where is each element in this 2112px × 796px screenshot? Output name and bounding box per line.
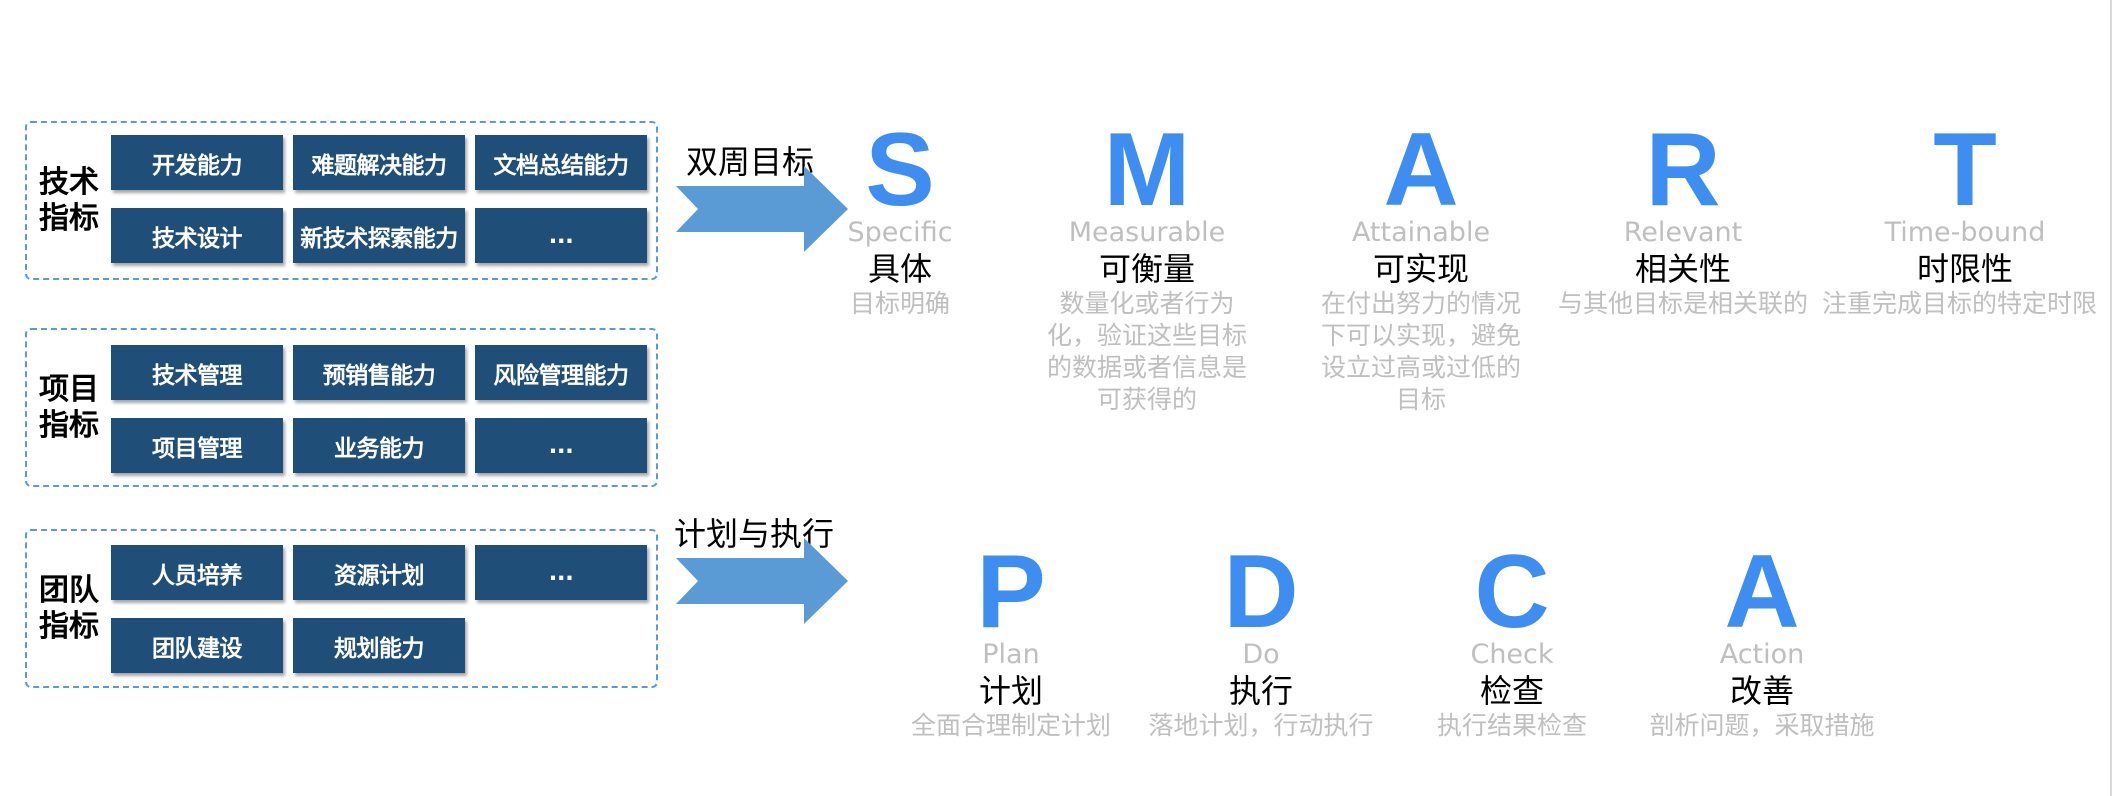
pdca-term-en: Action [1719,639,1805,670]
metric-tile: 技术设计 [111,208,283,263]
smart-description: 注重完成目标的特定时限 [1822,289,2098,318]
smart-description: 数量化或者行为化，验证这些目标的数据或者信息是可获得的 [1046,289,1247,414]
pdca-term-zh: 执行 [1228,672,1293,710]
pdca-term-en: Do [1242,639,1280,670]
metric-tile: 团队建设 [111,618,283,673]
smart-term-zh: 时限性 [1916,250,2013,288]
metric-tile: ... [475,418,647,473]
pdca-plan: P Plan 计划 全面合理制定计划 [896,540,1126,742]
metric-tile: 风险管理能力 [475,345,647,400]
group-label: 团队 指标 [39,572,99,644]
pdca-description: 执行结果检查 [1436,711,1587,740]
pdca-action: A Action 改善 剖析问题，采取措施 [1647,540,1877,742]
smart-letter: T [1933,118,1997,228]
metric-tile: 人员培养 [111,545,283,600]
smart-letter: M [1103,112,1191,228]
smart-term-en: Specific [847,217,953,248]
smart-term-zh: 具体 [867,250,932,288]
metric-tile: 规划能力 [293,618,465,673]
pdca-description: 全面合理制定计划 [910,711,1111,740]
right-arrow-icon [676,166,848,252]
metric-tile: 文档总结能力 [475,135,647,190]
pdca-term-zh: 计划 [978,672,1043,710]
pdca-term-zh: 检查 [1479,672,1544,710]
smart-measurable: M Measurable 可衡量 数量化或者行为化，验证这些目标的数据或者信息是… [1036,118,1258,416]
metric-tile: 资源计划 [293,545,465,600]
pdca-letter: A [1724,534,1800,650]
biweekly-goal-label: 双周目标 [686,143,815,181]
pdca-term-zh: 改善 [1729,672,1794,710]
metric-tile: ... [475,208,647,263]
pdca-letter: C [1474,534,1550,650]
smart-attainable: A Attainable 可实现 在付出努力的情况下可以实现，避免设立过高或过低… [1310,118,1532,416]
smart-term-en: Measurable [1068,217,1226,248]
right-arrow-icon [676,538,848,624]
pdca-letter: D [1223,534,1299,650]
smart-term-en: Time-bound [1884,217,2046,248]
smart-description: 在付出努力的情况下可以实现，避免设立过高或过低的目标 [1320,289,1521,414]
page-right-edge [2110,0,2112,796]
smart-term-en: Attainable [1351,217,1491,248]
smart-letter: S [865,112,935,228]
smart-relevant: R Relevant 相关性 与其他目标是相关联的 [1548,118,1818,320]
group-label: 技术 指标 [39,164,99,236]
smart-term-en: Relevant [1623,217,1743,248]
tech-metrics-group: 技术 指标 开发能力 难题解决能力 文档总结能力 技术设计 新技术探索能力 ..… [25,121,658,280]
metric-tile: ... [475,545,647,600]
smart-term-zh: 可实现 [1372,250,1469,288]
team-metrics-group: 团队 指标 人员培养 资源计划 ... 团队建设 规划能力 [25,529,658,688]
metric-tile: 新技术探索能力 [293,208,465,263]
pdca-do: D Do 执行 落地计划，行动执行 [1146,540,1376,742]
smart-letter: A [1383,112,1459,228]
metric-tile: 难题解决能力 [293,135,465,190]
metric-tile: 业务能力 [293,418,465,473]
smart-specific: S Specific 具体 目标明确 [785,118,1015,320]
smart-description: 目标明确 [849,289,950,318]
smart-letter: R [1645,112,1721,228]
smart-description: 与其他目标是相关联的 [1557,289,1808,318]
smart-time-bound: T Time-bound 时限性 注重完成目标的特定时限 [1820,118,2110,320]
pdca-term-en: Check [1470,639,1554,670]
metric-tile: 项目管理 [111,418,283,473]
pdca-description: 剖析问题，采取措施 [1649,711,1875,740]
metric-tile: 预销售能力 [293,345,465,400]
smart-term-zh: 可衡量 [1098,250,1195,288]
pdca-letter: P [976,534,1046,650]
pdca-term-en: Plan [982,639,1040,670]
pdca-check: C Check 检查 执行结果检查 [1397,540,1627,742]
metric-tile: 开发能力 [111,135,283,190]
group-label: 项目 指标 [39,371,99,443]
metric-tile: 技术管理 [111,345,283,400]
pdca-description: 落地计划，行动执行 [1148,711,1374,740]
smart-term-zh: 相关性 [1634,250,1731,288]
project-metrics-group: 项目 指标 技术管理 预销售能力 风险管理能力 项目管理 业务能力 ... [25,328,658,487]
